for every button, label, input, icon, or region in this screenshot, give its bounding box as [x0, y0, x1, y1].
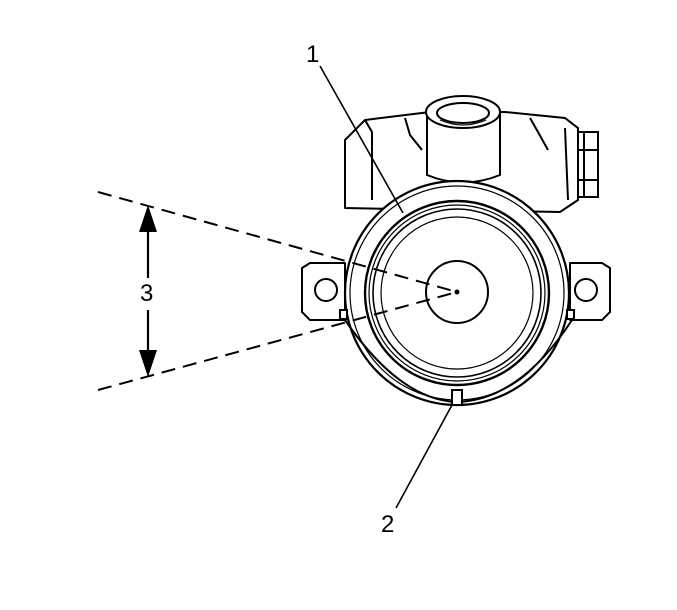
right-mounting-hole — [574, 278, 598, 302]
inner-rings — [363, 199, 551, 387]
angle-dimension-arrow — [134, 205, 162, 377]
left-mounting-hole — [314, 278, 338, 302]
leader-lines — [319, 65, 453, 509]
ring-slot-marks — [339, 309, 575, 320]
port-boss — [425, 95, 501, 184]
side-connector — [577, 131, 599, 198]
alignment-notch — [451, 389, 463, 406]
center-point — [454, 289, 460, 295]
callout-1-label: 1 — [306, 41, 319, 68]
arrow-head-down-icon — [139, 350, 157, 377]
callout-2-label: 2 — [381, 511, 394, 538]
arrow-head-up-icon — [139, 205, 157, 232]
callout-3-label: 3 — [140, 280, 153, 307]
angle-dashed-lines — [97, 191, 458, 391]
